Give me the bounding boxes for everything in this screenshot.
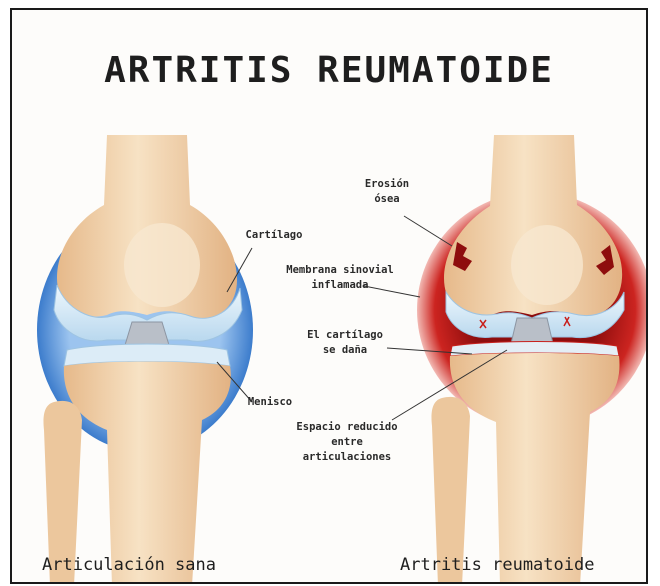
label-reduced-space: Espacio reducido entre articulaciones [292, 420, 402, 465]
label-meniscus: Menisco [240, 395, 300, 410]
knee-illustration [12, 10, 648, 584]
caption-rheumatoid-arthritis: Artritis reumatoide [400, 555, 594, 575]
label-inflamed-synovium: Membrana sinovial inflamada [280, 263, 400, 293]
healthy-tibia [64, 362, 231, 585]
arthritic-tibia [450, 353, 620, 584]
caption-healthy-joint: Articulación sana [42, 555, 216, 575]
arthritic-knee [417, 135, 648, 584]
healthy-knee [37, 135, 253, 584]
label-cartilage-damage: El cartílago se daña [300, 328, 390, 358]
label-cartilage: Cartílago [234, 228, 314, 243]
diagram-frame: ARTRITIS REUMATOIDE [10, 8, 648, 584]
label-bone-erosion: Erosión ósea [352, 177, 422, 207]
